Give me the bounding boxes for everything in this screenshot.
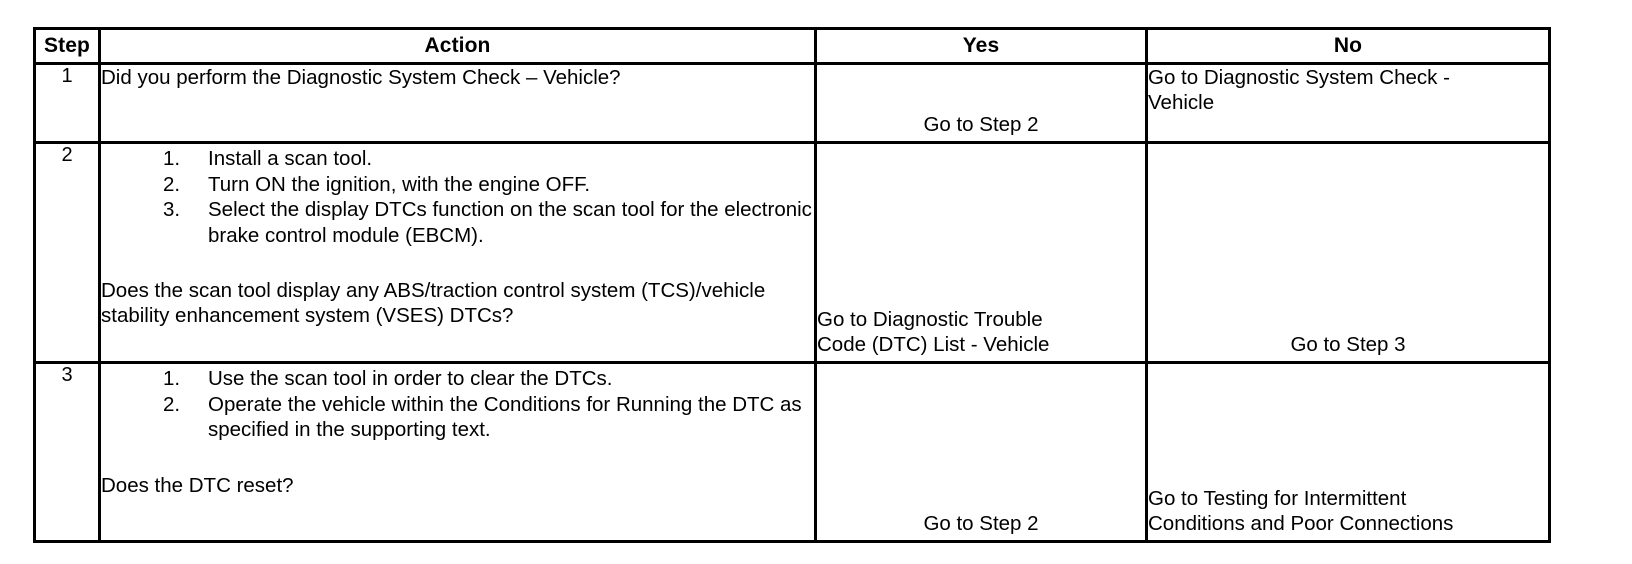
list-item-text: Operate the vehicle within the Condition… xyxy=(208,392,802,442)
action-question: Did you perform the Diagnostic System Ch… xyxy=(101,66,621,89)
list-item: 3. Select the display DTCs function on t… xyxy=(101,197,814,248)
no-answer-line-1: Go to Testing for Intermittent xyxy=(1148,487,1407,510)
action-question: Does the DTC reset? xyxy=(101,473,294,497)
step-number: 3 xyxy=(33,361,101,543)
table-row: 2 1. Install a scan tool. 2. Turn ON the… xyxy=(33,141,1551,364)
yes-cell: Go to Diagnostic Trouble Code (DTC) List… xyxy=(814,141,1148,364)
action-cell: 1. Install a scan tool. 2. Turn ON the i… xyxy=(98,141,817,364)
no-answer-line-2: Vehicle xyxy=(1148,91,1215,114)
yes-cell: Go to Step 2 xyxy=(814,361,1148,543)
list-item-text: Use the scan tool in order to clear the … xyxy=(208,367,613,390)
no-answer: Go to Step 3 xyxy=(1290,333,1406,356)
list-item-number: 2. xyxy=(163,172,181,196)
action-question: Does the scan tool display any ABS/tract… xyxy=(101,279,766,327)
list-item: 2. Turn ON the ignition, with the engine… xyxy=(101,172,814,198)
step-number: 2 xyxy=(33,141,101,364)
action-cell: Did you perform the Diagnostic System Ch… xyxy=(98,62,817,144)
list-item-text: Turn ON the ignition, with the engine OF… xyxy=(208,172,591,196)
column-header-step: Step xyxy=(33,27,101,65)
spacer xyxy=(101,443,814,473)
list-item-text: Install a scan tool. xyxy=(208,147,373,170)
action-step-list: 1. Install a scan tool. 2. Turn ON the i… xyxy=(101,146,814,248)
list-item-number: 1. xyxy=(163,147,181,170)
table-header-row: Step Action Yes No xyxy=(33,27,1551,65)
column-header-action: Action xyxy=(98,27,817,65)
table-row: 1 Did you perform the Diagnostic System … xyxy=(33,62,1551,144)
yes-answer: Go to Step 2 xyxy=(923,512,1039,535)
no-answer-line-2: Conditions and Poor Connections xyxy=(1148,512,1454,535)
yes-answer-line-1: Go to Diagnostic Trouble xyxy=(817,308,1043,331)
action-step-list: 1. Use the scan tool in order to clear t… xyxy=(101,366,814,443)
column-header-no: No xyxy=(1145,27,1551,65)
list-item-number: 2. xyxy=(163,392,181,416)
yes-answer-line-2: Code (DTC) List - Vehicle xyxy=(817,333,1050,356)
column-header-yes: Yes xyxy=(814,27,1148,65)
list-item-number: 3. xyxy=(163,198,181,221)
no-cell: Go to Diagnostic System Check - Vehicle xyxy=(1145,62,1551,144)
yes-cell: Go to Step 2 xyxy=(814,62,1148,144)
diagnostic-procedure-table: Step Action Yes No 1 Did you perform the… xyxy=(33,27,1551,543)
action-cell: 1. Use the scan tool in order to clear t… xyxy=(98,361,817,543)
no-answer-line-1: Go to Diagnostic System Check - xyxy=(1148,66,1450,89)
list-item: 1. Use the scan tool in order to clear t… xyxy=(101,366,814,392)
spacer xyxy=(101,248,814,278)
list-item: 2. Operate the vehicle within the Condit… xyxy=(101,392,814,443)
no-cell: Go to Step 3 xyxy=(1145,141,1551,364)
list-item-text: Select the display DTCs function on the … xyxy=(208,198,812,247)
table-row: 3 1. Use the scan tool in order to clear… xyxy=(33,361,1551,543)
step-number: 1 xyxy=(33,62,101,144)
no-cell: Go to Testing for Intermittent Condition… xyxy=(1145,361,1551,543)
yes-answer: Go to Step 2 xyxy=(923,113,1039,136)
list-item-number: 1. xyxy=(163,367,181,390)
list-item: 1. Install a scan tool. xyxy=(101,146,814,172)
